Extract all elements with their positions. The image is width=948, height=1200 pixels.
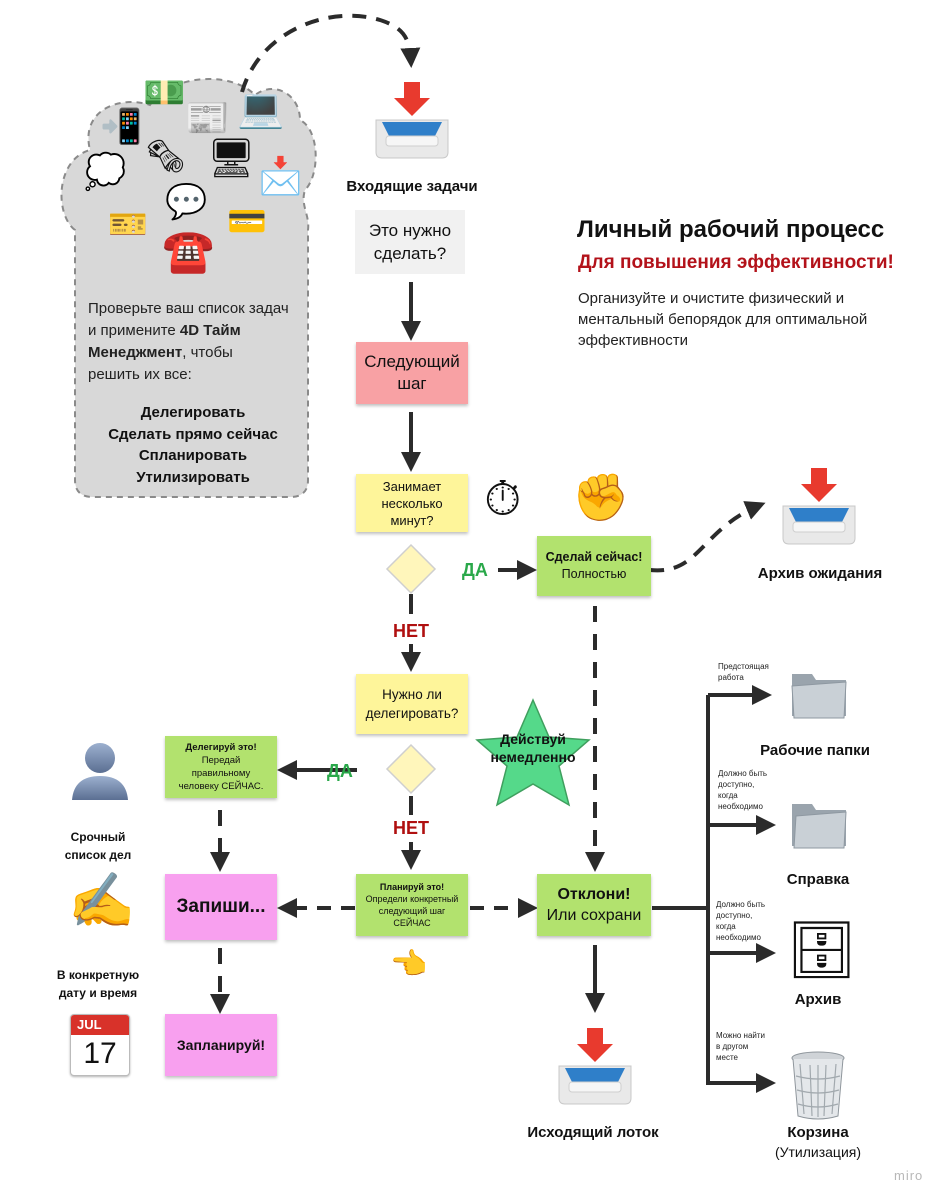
calendar-day: 17 <box>83 1037 117 1070</box>
envelope-icon: 📩 <box>258 155 303 196</box>
storage-label-archive: Архив <box>794 991 842 1008</box>
reference-folder-icon <box>792 804 847 849</box>
next-step-text: Следующий шаг <box>364 352 460 393</box>
rolled-newspaper-icon: 🗞 <box>145 138 186 174</box>
miro-watermark: miro <box>894 1168 924 1183</box>
file-cabinet-icon: 🗄 <box>786 918 858 981</box>
outbox-label: Исходящий лоток <box>527 1124 659 1141</box>
storage-label-work: Рабочие папки <box>760 742 870 759</box>
reject-sub: Или сохрани <box>546 907 642 924</box>
page-description: Организуйте и очистите физический и мент… <box>578 288 867 351</box>
storage-label-reference: Справка <box>786 871 850 888</box>
pointing-hand-icon: 👈 <box>390 948 428 981</box>
delegate-sub: Передай правильному человеку СЕЙЧАС. <box>178 755 264 792</box>
action-dispose: Утилизировать <box>136 468 250 486</box>
plan-note: Планируй это! Определи конкретный следую… <box>356 874 468 936</box>
desc-line1: Организуйте и очистите физический и <box>578 290 845 307</box>
no-label-2: НЕТ <box>393 818 429 838</box>
cloud-actions: Делегировать Сделать прямо сейчас Сплани… <box>78 402 308 488</box>
person-icon <box>72 743 128 800</box>
cloud-intro-line4: решить их все: <box>88 366 192 383</box>
schedule-note: Запланируй! <box>165 1014 277 1076</box>
yes-label-2: ДА <box>327 761 353 781</box>
credit-card-icon: 💳 <box>227 203 267 239</box>
takes-minutes-note: Занимает несколько минут? <box>356 474 468 532</box>
inbox-label: Входящие задачи <box>346 178 478 195</box>
stopwatch-icon: ⏱ <box>484 473 522 526</box>
calendar-icon: JUL 17 <box>70 1014 130 1076</box>
plan-title: Планируй это! <box>379 882 445 892</box>
action-plan: Спланировать <box>138 447 248 464</box>
do-now-title: Сделай сейчас! <box>545 550 643 564</box>
action-do-now: Сделать прямо сейчас <box>108 425 278 443</box>
storage-note-archive: Должно быть доступно, когда необходимо <box>716 900 766 942</box>
telephone-icon: ☎️ <box>162 227 215 274</box>
cloud-intro-line2: и примените <box>88 322 180 339</box>
speech-bubble-icon: 💬 <box>165 183 208 221</box>
work-folder-icon <box>791 674 847 719</box>
storage-label-trash: Корзина <box>787 1124 849 1141</box>
desc-line2: ментальный бепорядок для оптимальной <box>578 311 868 328</box>
plan-sub: Определи конкретный следующий шаг СЕЙЧАС <box>365 894 459 928</box>
cloud-intro-bold2: Менеджмент <box>88 344 183 361</box>
urgent-list-label: Срочный список дел <box>64 830 132 862</box>
cloud-intro-bold: 4D Тайм <box>179 322 241 339</box>
fist-icon: ✊ <box>572 471 630 523</box>
money-icon: 💵 <box>143 74 186 112</box>
phone-icon: 📲 <box>100 108 143 146</box>
need-to-do-note: Это нужно сделать? <box>355 210 465 274</box>
yes-label-1: ДА <box>462 560 488 580</box>
calendar-month: JUL <box>71 1015 129 1035</box>
trash-subtitle: (Утилизация) <box>774 1144 862 1160</box>
ticket-icon: 🎫 <box>108 206 148 242</box>
write-down-note: Запиши... <box>165 874 277 940</box>
page-title: Личный рабочий процесс <box>577 216 885 243</box>
cloud-intro-line1: Проверьте ваш список задач <box>88 300 289 317</box>
takes-minutes-text: Занимает несколько минут? <box>381 478 443 528</box>
reject-note: Отклони! Или сохрани <box>537 874 651 936</box>
schedule-text: Запланируй! <box>176 1037 266 1053</box>
newspaper-icon: 📰 <box>185 97 230 138</box>
waiting-archive-label: Архив ожидания <box>757 565 883 582</box>
reject-title: Отклони! <box>557 886 631 903</box>
need-to-do-text: Это нужно сделать? <box>368 221 452 263</box>
delegate-title: Делегируй это! <box>185 742 257 753</box>
storage-note-trash: Можно найти в другом месте <box>716 1031 766 1062</box>
write-down-text: Запиши... <box>176 896 266 917</box>
delegate-note: Делегируй это! Передай правильному челов… <box>165 736 277 798</box>
laptop-icon: 💻 <box>237 88 285 130</box>
storage-note-work: Предстоящая работа <box>718 662 769 682</box>
next-step-note: Следующий шаг <box>356 342 468 404</box>
delegate-question-note: Нужно ли делегировать? <box>356 674 468 734</box>
cloud-intro-line3: , чтобы <box>182 344 233 361</box>
storage-note-reference: Должно быть доступно, когда необходимо <box>718 769 768 811</box>
do-now-note: Сделай сейчас! Полностью <box>537 536 651 596</box>
waiting-archive-tray-icon <box>782 468 856 545</box>
trash-bin-icon <box>791 1051 845 1120</box>
act-now-star-label: Действуй немедленно <box>490 731 576 765</box>
page-subtitle: Для повышения эффективности! <box>578 252 894 273</box>
specific-date-label: В конкретную дату и время <box>56 968 140 1000</box>
action-delegate: Делегировать <box>140 404 246 421</box>
desktop-computer-icon: 🖥 <box>207 138 256 180</box>
outbox-tray-icon <box>558 1028 632 1105</box>
cloud-intro-text: Проверьте ваш список задач и примените 4… <box>88 298 308 386</box>
do-now-sub: Полностью <box>561 567 627 581</box>
inbox-tray-icon <box>375 82 449 159</box>
writing-hand-icon: ✍️ <box>68 871 136 931</box>
thought-bubble-icon: 💭 <box>84 153 127 191</box>
desc-line3: эффективности <box>578 332 689 349</box>
delegate-question-text: Нужно ли делегировать? <box>365 687 459 721</box>
no-label-1: НЕТ <box>393 621 429 641</box>
